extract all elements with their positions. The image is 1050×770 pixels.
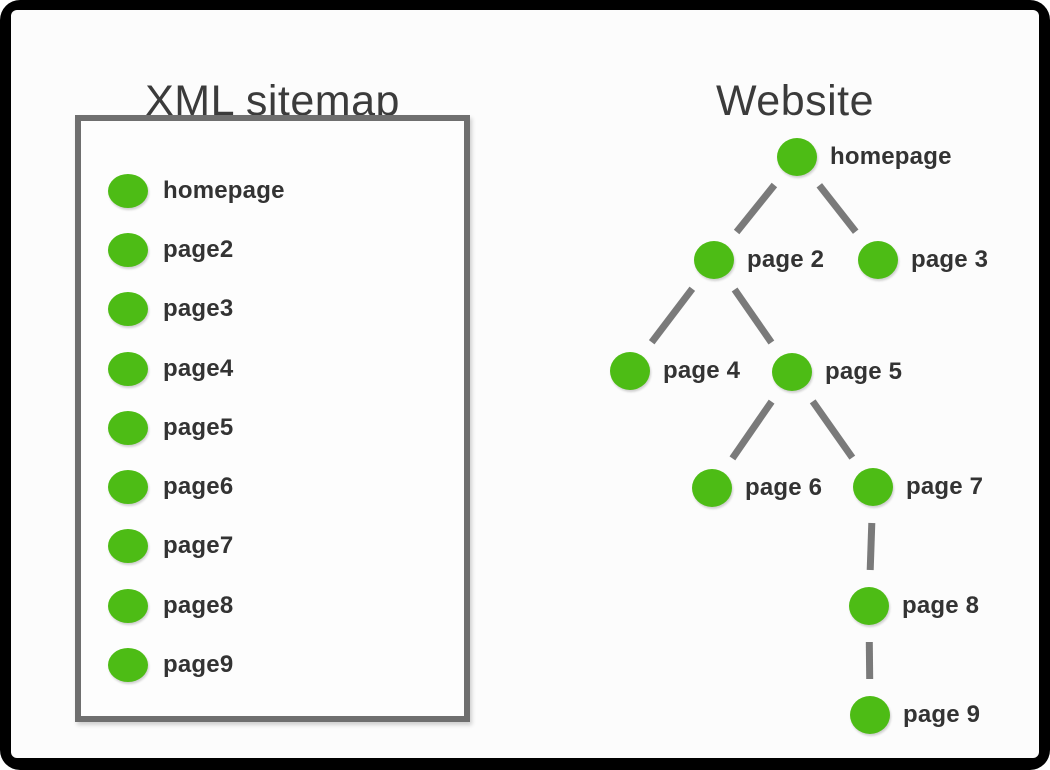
sitemap-list-item: page8 bbox=[108, 576, 464, 635]
website-title: Website bbox=[715, 76, 875, 125]
page-dot-icon bbox=[692, 469, 732, 507]
tree-node-label: page 6 bbox=[745, 474, 823, 501]
sitemap-item-label: page4 bbox=[163, 354, 234, 382]
sitemap-list-item: homepage bbox=[108, 161, 464, 220]
tree-node-label: page 3 bbox=[911, 246, 989, 273]
sitemap-item-label: page3 bbox=[163, 295, 234, 323]
tree-node-label: page 8 bbox=[902, 592, 980, 619]
tree-node-label: page 5 bbox=[825, 358, 903, 385]
sitemap-list-item: page9 bbox=[108, 635, 464, 694]
sitemap-item-label: page9 bbox=[163, 651, 234, 679]
page-dot-icon bbox=[850, 696, 890, 734]
tree-edge-page2-page4 bbox=[648, 286, 696, 345]
tree-node-page3: page 3 bbox=[858, 241, 988, 279]
sitemap-list-item: page2 bbox=[108, 220, 464, 279]
tree-node-label: page 7 bbox=[906, 473, 984, 500]
sitemap-list-item: page3 bbox=[108, 280, 464, 339]
page-dot-icon bbox=[610, 352, 650, 390]
page-dot-icon bbox=[108, 470, 148, 505]
tree-node-page5: page 5 bbox=[772, 353, 902, 391]
tree-node-page9: page 9 bbox=[850, 696, 980, 734]
sitemap-item-label: page6 bbox=[163, 473, 234, 501]
page-dot-icon bbox=[108, 529, 148, 564]
tree-node-page7: page 7 bbox=[853, 468, 983, 506]
page-dot-icon bbox=[108, 648, 148, 683]
tree-node-page6: page 6 bbox=[692, 469, 822, 507]
sitemap-list-item: page7 bbox=[108, 517, 464, 576]
tree-node-homepage: homepage bbox=[777, 138, 952, 176]
tree-edge-homepage-page3 bbox=[816, 183, 859, 234]
sitemap-item-label: page7 bbox=[163, 532, 234, 560]
page-dot-icon bbox=[694, 241, 734, 279]
page-dot-icon bbox=[108, 292, 148, 327]
sitemap-item-label: page2 bbox=[163, 235, 234, 263]
tree-edge-page2-page5 bbox=[731, 287, 775, 345]
page-dot-icon bbox=[108, 410, 148, 445]
tree-node-page8: page 8 bbox=[849, 587, 979, 625]
sitemap-list: homepage page2 page3 page4 page5 page6 page7 pa… bbox=[81, 121, 464, 695]
sitemap-item-label: page8 bbox=[163, 591, 234, 619]
sitemap-list-item: page5 bbox=[108, 398, 464, 457]
tree-node-page4: page 4 bbox=[610, 352, 740, 390]
page-dot-icon bbox=[858, 241, 898, 279]
sitemap-box: homepage page2 page3 page4 page5 page6 page7 pa… bbox=[75, 115, 470, 722]
page-dot-icon bbox=[777, 138, 817, 176]
page-dot-icon bbox=[772, 353, 812, 391]
page-dot-icon bbox=[108, 588, 148, 623]
tree-edge-homepage-page2 bbox=[733, 182, 778, 235]
page-dot-icon bbox=[853, 468, 893, 506]
tree-node-label: homepage bbox=[830, 143, 952, 170]
tree-node-page2: page 2 bbox=[694, 241, 824, 279]
page-dot-icon bbox=[108, 232, 148, 267]
sitemap-list-item: page4 bbox=[108, 339, 464, 398]
sitemap-item-label: page5 bbox=[163, 413, 234, 441]
sitemap-item-label: homepage bbox=[163, 176, 285, 204]
tree-edge-page7-page8 bbox=[866, 522, 876, 571]
tree-node-label: page 4 bbox=[663, 357, 741, 384]
page-dot-icon bbox=[108, 351, 148, 386]
page-dot-icon bbox=[849, 587, 889, 625]
website-tree: homepage page 2 page 3 page 4 page 5 page 6 pa… bbox=[11, 10, 1050, 770]
tree-node-label: page 9 bbox=[903, 701, 981, 728]
tree-node-label: page 2 bbox=[747, 246, 825, 273]
tree-edge-page5-page7 bbox=[809, 399, 856, 460]
page-dot-icon bbox=[108, 173, 148, 208]
sitemap-list-item: page6 bbox=[108, 457, 464, 516]
tree-edge-page5-page6 bbox=[729, 399, 775, 461]
